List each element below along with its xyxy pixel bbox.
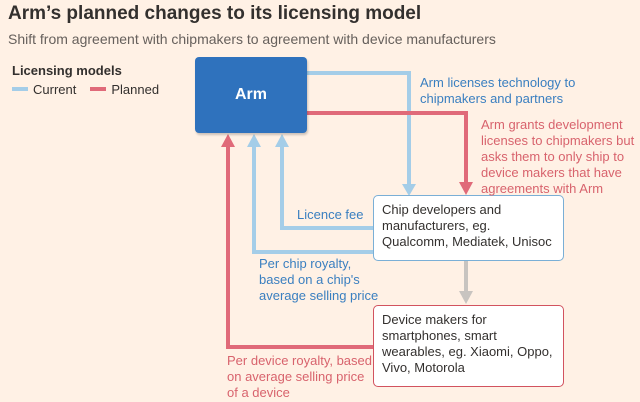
page-subtitle: Shift from agreement with chipmakers to …	[8, 31, 496, 47]
label-line: Per device royalty, based	[227, 353, 372, 368]
arm-node: Arm	[195, 57, 307, 133]
device-node-line: wearables, eg. Xiaomi, Oppo,	[382, 344, 553, 359]
per-device-royalty-label: Per device royalty, based on average sel…	[227, 353, 372, 401]
legend-current-label: Current	[33, 81, 77, 97]
label-line: Arm grants development	[481, 117, 623, 132]
label-line: device makers that have	[481, 165, 622, 180]
per-chip-royalty-label: Per chip royalty, based on a chip's aver…	[259, 256, 378, 304]
label-line: of a device	[227, 385, 290, 400]
arm-node-label: Arm	[234, 86, 267, 103]
chip-node-line: manufacturers, eg.	[382, 218, 491, 233]
label-line: average selling price	[259, 288, 379, 303]
legend-title: Licensing models	[12, 63, 122, 78]
chip-developers-node: Chip developers and manufacturers, eg. Q…	[373, 195, 564, 261]
label-line: Arm licenses technology to	[420, 75, 576, 90]
label-line: Per chip royalty,	[259, 256, 352, 271]
per-device-royalty-arrow	[221, 134, 373, 349]
label-line: licenses to chipmakers but	[481, 133, 635, 148]
label-line: based on a chip's	[259, 272, 360, 287]
chip-node-line: Qualcomm, Mediatek, Unisoc	[382, 234, 552, 249]
arm-licenses-label: Arm licenses technology to chipmakers an…	[420, 75, 575, 107]
page-title: Arm’s planned changes to its licensing m…	[8, 3, 422, 24]
arm-licenses-arrow	[307, 71, 416, 196]
arm-grants-arrow	[307, 111, 473, 195]
device-node-line: smartphones, smart	[382, 328, 497, 343]
per-chip-royalty-arrow	[247, 134, 373, 254]
chip-node-line: Chip developers and	[382, 202, 502, 217]
legend: Current Planned	[12, 81, 159, 97]
label-line: on average selling price	[227, 369, 365, 384]
label-line: agreements with Arm	[481, 181, 604, 196]
licence-fee-label: Licence fee	[297, 207, 364, 222]
device-makers-node: Device makers for smartphones, smart wea…	[373, 305, 564, 387]
label-line: asks them to only ship to	[481, 149, 625, 164]
licence-fee-arrow	[275, 134, 373, 230]
legend-planned-label: Planned	[111, 81, 160, 97]
arm-grants-label: Arm grants development licenses to chipm…	[481, 117, 634, 197]
legend-planned-swatch	[90, 87, 107, 91]
legend-current-swatch	[12, 87, 28, 91]
chip-to-device-arrow	[459, 261, 473, 304]
device-node-line: Device makers for	[382, 312, 487, 327]
device-node-line: Vivo, Motorola	[382, 360, 465, 375]
label-line: chipmakers and partners	[420, 91, 564, 106]
